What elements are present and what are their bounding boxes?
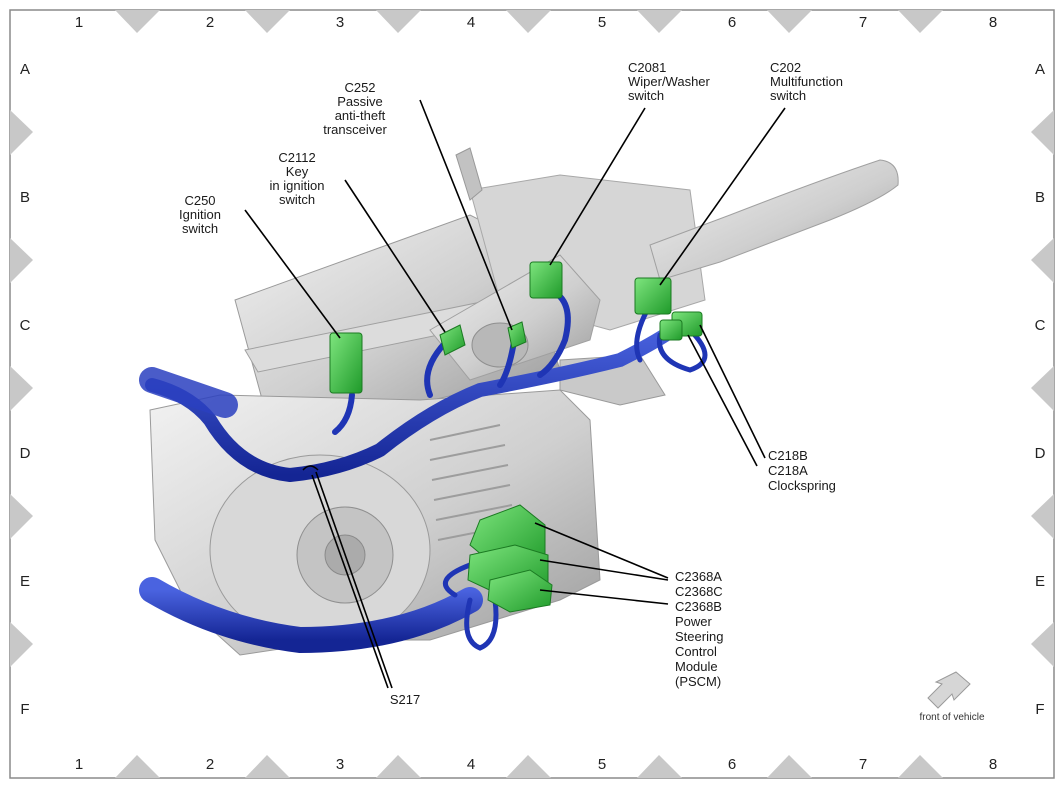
connector-c202 bbox=[634, 277, 672, 315]
col-label: 6 bbox=[728, 14, 736, 31]
bottom-edge-markers bbox=[115, 755, 943, 778]
col-label: 3 bbox=[336, 14, 344, 31]
grid-column-labels-top: 1 2 3 4 5 6 7 8 bbox=[75, 14, 997, 31]
label-line: Ignition bbox=[179, 207, 221, 222]
col-label: 6 bbox=[728, 756, 736, 773]
harness-main-left bbox=[145, 318, 687, 483]
row-label: B bbox=[20, 189, 30, 206]
harness-branch-c2081 bbox=[537, 287, 571, 378]
label-line: C250 bbox=[184, 193, 215, 208]
row-label: A bbox=[1035, 61, 1045, 78]
label-c218: C218B C218A Clockspring bbox=[768, 448, 836, 493]
front-arrow-icon bbox=[927, 671, 971, 709]
label-line: C2368B bbox=[675, 599, 722, 614]
label-s217: S217 bbox=[390, 692, 420, 707]
label-line: C202 bbox=[770, 60, 801, 75]
connectors bbox=[329, 261, 703, 613]
connector-c2081 bbox=[529, 261, 563, 299]
label-line: switch bbox=[182, 221, 218, 236]
col-label: 8 bbox=[989, 756, 997, 773]
connector-c250 bbox=[329, 332, 363, 394]
connector-c252 bbox=[507, 321, 527, 349]
col-label: 7 bbox=[859, 756, 867, 773]
front-of-vehicle-label: front of vehicle bbox=[919, 712, 984, 723]
label-line: C218A bbox=[768, 463, 808, 478]
label-line: C218B bbox=[768, 448, 808, 463]
label-line: Passive bbox=[337, 94, 383, 109]
row-label: C bbox=[1035, 317, 1046, 334]
connector-c2112 bbox=[439, 324, 466, 356]
grid-row-labels-right: A B C D E F bbox=[1035, 61, 1046, 718]
label-c2112: C2112 Key in ignition switch bbox=[270, 150, 325, 207]
row-label: F bbox=[20, 701, 29, 718]
label-c252: C252 Passive anti-theft transceiver bbox=[323, 80, 387, 137]
label-c2368: C2368A C2368C C2368B Power Steering Cont… bbox=[675, 569, 723, 689]
label-line: Module bbox=[675, 659, 718, 674]
harness-branch-c2112 bbox=[424, 340, 448, 398]
harness-branch-c250 bbox=[332, 392, 355, 435]
label-line: Clockspring bbox=[768, 478, 836, 493]
col-label: 1 bbox=[75, 14, 83, 31]
row-label: C bbox=[20, 317, 31, 334]
label-line: C2368A bbox=[675, 569, 722, 584]
leader-lines bbox=[244, 99, 786, 689]
label-c202: C202 Multifunction switch bbox=[770, 60, 843, 103]
label-line: Power bbox=[675, 614, 713, 629]
col-label: 4 bbox=[467, 756, 475, 773]
row-label: A bbox=[20, 61, 30, 78]
left-stalk bbox=[455, 147, 483, 201]
grid-column-labels-bottom: 1 2 3 4 5 6 7 8 bbox=[75, 756, 997, 773]
col-label: 2 bbox=[206, 14, 214, 31]
grid-row-labels-left: A B C D E F bbox=[20, 61, 31, 718]
label-line: Key bbox=[286, 164, 309, 179]
connector-c2368b bbox=[487, 569, 553, 613]
label-line: switch bbox=[770, 88, 806, 103]
row-label: D bbox=[1035, 445, 1046, 462]
col-label: 5 bbox=[598, 756, 606, 773]
left-edge-markers bbox=[10, 110, 33, 667]
label-line: C2081 bbox=[628, 60, 666, 75]
row-label: F bbox=[1035, 701, 1044, 718]
col-label: 1 bbox=[75, 756, 83, 773]
wiring-harness bbox=[139, 287, 708, 654]
label-line: Steering bbox=[675, 629, 723, 644]
harness-pscm-loop-b bbox=[442, 562, 473, 598]
row-label: E bbox=[1035, 573, 1045, 590]
label-line: anti-theft bbox=[335, 108, 386, 123]
label-line: S217 bbox=[390, 692, 420, 707]
col-label: 2 bbox=[206, 756, 214, 773]
label-line: Control bbox=[675, 644, 717, 659]
col-label: 3 bbox=[336, 756, 344, 773]
col-label: 8 bbox=[989, 14, 997, 31]
label-line: Multifunction bbox=[770, 74, 843, 89]
connector-c218a bbox=[659, 319, 683, 341]
harness-pscm-loop-a bbox=[464, 597, 499, 651]
col-label: 7 bbox=[859, 14, 867, 31]
label-line: switch bbox=[279, 192, 315, 207]
label-line: transceiver bbox=[323, 122, 387, 137]
label-line: in ignition bbox=[270, 178, 325, 193]
label-line: C252 bbox=[344, 80, 375, 95]
label-line: C2368C bbox=[675, 584, 723, 599]
right-edge-markers bbox=[1031, 110, 1054, 667]
row-label: E bbox=[20, 573, 30, 590]
label-line: Wiper/Washer bbox=[628, 74, 711, 89]
col-label: 5 bbox=[598, 14, 606, 31]
harness-left-end bbox=[139, 367, 238, 418]
col-label: 4 bbox=[467, 14, 475, 31]
harness-bottom bbox=[139, 577, 483, 654]
label-line: C2112 bbox=[278, 150, 315, 165]
label-line: switch bbox=[628, 88, 664, 103]
front-of-vehicle-indicator: front of vehicle bbox=[919, 671, 985, 723]
splice-s217-marker bbox=[302, 465, 319, 471]
label-c2081: C2081 Wiper/Washer switch bbox=[628, 60, 711, 103]
label-c250: C250 Ignition switch bbox=[179, 193, 221, 236]
top-edge-markers bbox=[115, 10, 943, 33]
row-label: D bbox=[20, 445, 31, 462]
harness-branch-c218 bbox=[656, 327, 708, 373]
label-line: (PSCM) bbox=[675, 674, 721, 689]
row-label: B bbox=[1035, 189, 1045, 206]
multifunction-stalk bbox=[649, 159, 899, 281]
